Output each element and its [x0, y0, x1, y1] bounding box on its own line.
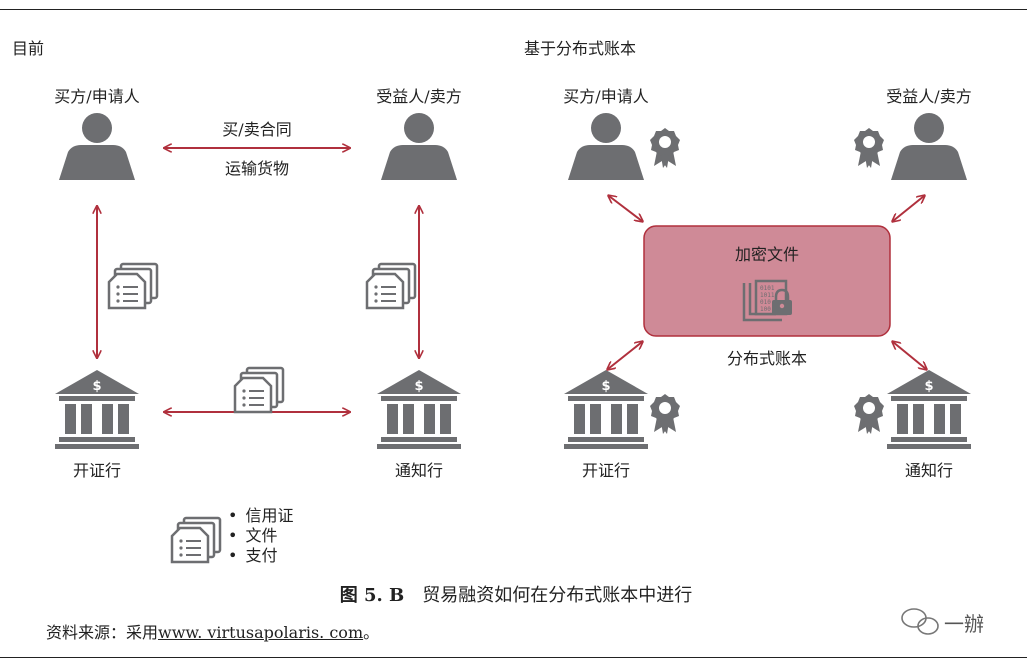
svg-text:010: 010	[760, 299, 771, 306]
source-link[interactable]: www. virtusapolaris. com	[158, 623, 364, 642]
svg-text:0101: 0101	[760, 285, 775, 292]
documents-icon-middle	[233, 366, 285, 414]
ledger-section-title: 基于分布式账本	[524, 39, 637, 58]
documents-icon-right	[365, 262, 417, 310]
documents-icon-left	[107, 262, 159, 310]
ledger-advising-bank-label: 通知行	[904, 461, 954, 480]
ledger-issuing-bank-label: 开证行	[581, 461, 631, 480]
ledger-issuing-bank-arrow	[608, 342, 642, 369]
seller-label: 受益人/卖方	[376, 87, 462, 106]
award-badge-icon	[854, 394, 884, 434]
secure-file-icon: 0101 1011 010 100	[742, 279, 792, 322]
legend-item-label: 支付	[245, 546, 278, 565]
figure-caption: 图 5. B 贸易融资如何在分布式账本中进行	[340, 586, 693, 606]
legend-item: • 文件	[228, 526, 293, 546]
ledger-buyer-label: 买方/申请人	[563, 87, 649, 106]
source-end: 。	[363, 623, 380, 642]
source-label: 资料来源：采用	[46, 623, 159, 642]
ledger-advising-bank-icon	[887, 370, 971, 449]
figure-title: 贸易融资如何在分布式账本中进行	[422, 585, 693, 606]
distributed-ledger-label: 分布式账本	[726, 349, 808, 368]
ledger-advising-bank-arrow	[893, 342, 926, 369]
legend-bullet: •	[228, 506, 238, 525]
ledger-seller-label: 受益人/卖方	[886, 87, 972, 106]
award-badge-icon	[650, 128, 680, 168]
ledger-issuing-bank-icon	[564, 370, 648, 449]
encrypted-files-label: 加密文件	[734, 245, 800, 264]
ledger-seller-arrow	[893, 196, 924, 221]
legend-item-label: 文件	[245, 526, 278, 545]
shipping-label: 运输货物	[224, 159, 290, 178]
ledger-buyer-person-icon	[568, 113, 644, 180]
figure-number: 图 5. B	[339, 585, 405, 606]
advising-bank-icon	[377, 370, 461, 449]
issuing-bank-icon	[55, 370, 139, 449]
issuing-bank-label: 开证行	[72, 461, 122, 480]
buyer-person-icon	[59, 113, 135, 180]
watermark-text: 一辦	[944, 612, 984, 636]
ledger-buyer-arrow	[609, 196, 642, 221]
legend-item: • 信用证	[228, 506, 293, 526]
svg-text:100: 100	[760, 306, 771, 313]
documents-icon-legend	[170, 516, 222, 564]
current-section-title: 目前	[12, 39, 45, 58]
document-legend: • 信用证 • 文件 • 支付	[228, 506, 293, 566]
wechat-icon	[901, 608, 939, 635]
legend-bullet: •	[228, 526, 238, 545]
contract-label: 买/卖合同	[222, 120, 292, 139]
source-note: 资料来源：采用www. virtusapolaris. com。	[46, 623, 379, 643]
top-rule	[0, 9, 1027, 10]
legend-bullet: •	[228, 546, 238, 565]
seller-person-icon	[381, 113, 457, 180]
buyer-label: 买方/申请人	[54, 87, 140, 106]
advising-bank-label: 通知行	[394, 461, 444, 480]
legend-item: • 支付	[228, 546, 293, 566]
svg-text:1011: 1011	[760, 292, 775, 299]
ledger-seller-person-icon	[891, 113, 967, 180]
award-badge-icon	[650, 394, 680, 434]
legend-item-label: 信用证	[245, 506, 294, 525]
award-badge-icon	[854, 128, 884, 168]
bottom-rule	[0, 657, 1027, 658]
